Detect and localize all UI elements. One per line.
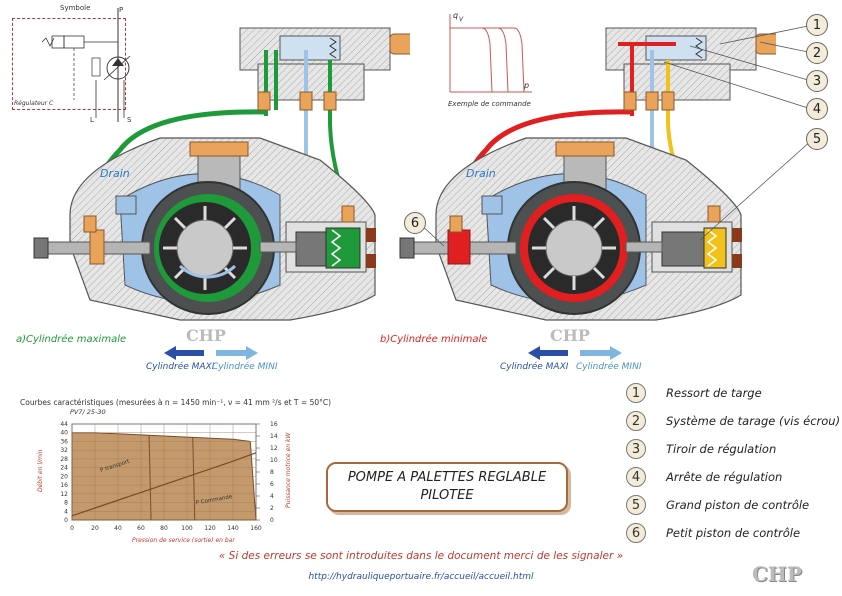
legend-text: Petit piston de contrôle <box>666 526 801 540</box>
y-right-tick-label: 14 <box>270 433 278 440</box>
y-right-axis-title: Puissance motrice en kW <box>285 432 292 508</box>
cyl-maxi-label-right: Cylindrée MAXI <box>500 362 569 372</box>
direction-arrows-right <box>528 346 622 360</box>
title-line-1: POMPE A PALETTES REGLABLE <box>347 470 547 485</box>
flow-drop-curve <box>192 437 196 521</box>
legend-number: 2 <box>626 411 646 431</box>
symbol-title: Symbole <box>60 4 91 12</box>
command-example-chart: q V p Exemple de commande <box>448 11 532 108</box>
legend-text: Ressort de targe <box>666 386 762 400</box>
direction-arrows-left <box>164 346 258 360</box>
legend-item: 6 Petit piston de contrôle <box>626 522 800 544</box>
y-right-tick-label: 8 <box>270 469 274 476</box>
hydraulic-symbol: P L S <box>41 6 132 124</box>
cyl-mini-label-left: Cylindrée MINI <box>212 362 278 372</box>
chp-watermark-left: CHP <box>186 326 226 345</box>
symbol-port-s: S <box>127 116 132 124</box>
power-curve <box>71 452 257 517</box>
y-left-axis-title: Débit en l/min <box>37 449 44 492</box>
y-right-tick-label: 4 <box>270 493 274 500</box>
hydraulic-symbol-frame <box>12 18 126 110</box>
chp-logo: CHP <box>752 562 802 586</box>
cyl-mini-label-right: Cylindrée MINI <box>576 362 642 372</box>
legend-item: 1 Ressort de targe <box>626 382 762 404</box>
flow-drop-curve <box>148 435 152 521</box>
x-tick-label: 100 <box>181 525 193 532</box>
title-box: POMPE A PALETTES REGLABLE PILOTEE <box>326 462 568 512</box>
x-tick-label: 40 <box>114 525 122 532</box>
x-axis-title: Pression de service (sortie) en bar <box>132 537 235 544</box>
x-tick-label: 0 <box>70 525 74 532</box>
y-left-tick-label: 28 <box>60 456 68 463</box>
command-example-caption: Exemple de commande <box>448 100 531 108</box>
error-notice: « Si des erreurs se sont introduites dan… <box>218 550 624 562</box>
legend-number: 5 <box>626 495 646 515</box>
y-right-tick-label: 10 <box>270 457 278 464</box>
curves-heading: Courbes caractéristiques (mesurées à n =… <box>20 398 332 407</box>
site-url[interactable]: http://hydrauliqueportuaire.fr/accueil/a… <box>308 572 534 582</box>
title-line-2: PILOTEE <box>420 488 474 503</box>
y-left-tick-label: 20 <box>60 473 68 480</box>
legend-text: Grand piston de contrôle <box>666 498 810 512</box>
drain-label-left: Drain <box>100 167 130 180</box>
drain-label-right: Drain <box>466 167 496 180</box>
callout-2: 2 <box>806 42 828 64</box>
x-tick-label: 120 <box>204 525 216 532</box>
pump-maximal-displacement <box>33 27 410 321</box>
x-tick-label: 80 <box>160 525 168 532</box>
symbol-regulator-label: Régulateur C <box>14 100 54 107</box>
y-right-tick-label: 0 <box>270 517 274 524</box>
y-right-tick-label: 12 <box>270 445 278 452</box>
cyl-maxi-label-left: Cylindrée MAXI <box>146 362 215 372</box>
command-axis-y-sub: V <box>459 16 464 23</box>
legend-number: 4 <box>626 467 646 487</box>
y-left-tick-label: 32 <box>60 447 68 454</box>
x-tick-label: 140 <box>227 525 239 532</box>
y-right-tick-label: 16 <box>270 421 278 428</box>
legend-item: 2 Système de tarage (vis écrou) <box>626 410 840 432</box>
legend-item: 3 Tiroir de régulation <box>626 438 776 460</box>
y-left-tick-label: 24 <box>60 465 68 472</box>
y-left-tick-label: 4 <box>64 508 68 515</box>
callout-6: 6 <box>404 212 426 234</box>
callout-4: 4 <box>806 98 828 120</box>
curves-model: PV7/ 25-30 <box>70 408 106 416</box>
legend-text: Système de tarage (vis écrou) <box>666 414 841 428</box>
callout-5: 5 <box>806 128 828 150</box>
y-left-tick-label: 0 <box>64 517 68 524</box>
y-right-tick-label: 2 <box>270 505 274 512</box>
legend-number: 3 <box>626 439 646 459</box>
symbol-port-p: P <box>119 6 123 14</box>
pump-minimal-displacement <box>399 27 776 321</box>
callout-3: 3 <box>806 70 828 92</box>
command-axis-x: p <box>523 81 529 90</box>
chp-watermark-right: CHP <box>550 326 590 345</box>
y-right-tick-label: 6 <box>270 481 274 488</box>
legend-text: Tiroir de régulation <box>666 442 777 456</box>
y-left-tick-label: 44 <box>60 421 68 428</box>
command-axis-y: q <box>453 11 458 20</box>
x-tick-label: 20 <box>91 525 99 532</box>
y-left-tick-label: 36 <box>60 438 68 445</box>
x-tick-label: 160 <box>250 525 262 532</box>
callout-1: 1 <box>806 14 828 36</box>
y-left-tick-label: 12 <box>60 491 68 498</box>
caption-max-displacement: a)Cylindrée maximale <box>16 334 127 345</box>
y-left-tick-label: 16 <box>60 482 68 489</box>
symbol-port-l: L <box>90 116 94 124</box>
legend-item: 4 Arrête de régulation <box>626 466 782 488</box>
legend-item: 5 Grand piston de contrôle <box>626 494 809 516</box>
legend-number: 1 <box>626 383 646 403</box>
x-tick-label: 60 <box>137 525 145 532</box>
legend-text: Arrête de régulation <box>666 470 783 484</box>
legend-number: 6 <box>626 523 646 543</box>
y-left-tick-label: 8 <box>64 500 68 507</box>
y-left-tick-label: 40 <box>60 430 68 437</box>
caption-min-displacement: b)Cylindrée minimale <box>380 334 488 345</box>
